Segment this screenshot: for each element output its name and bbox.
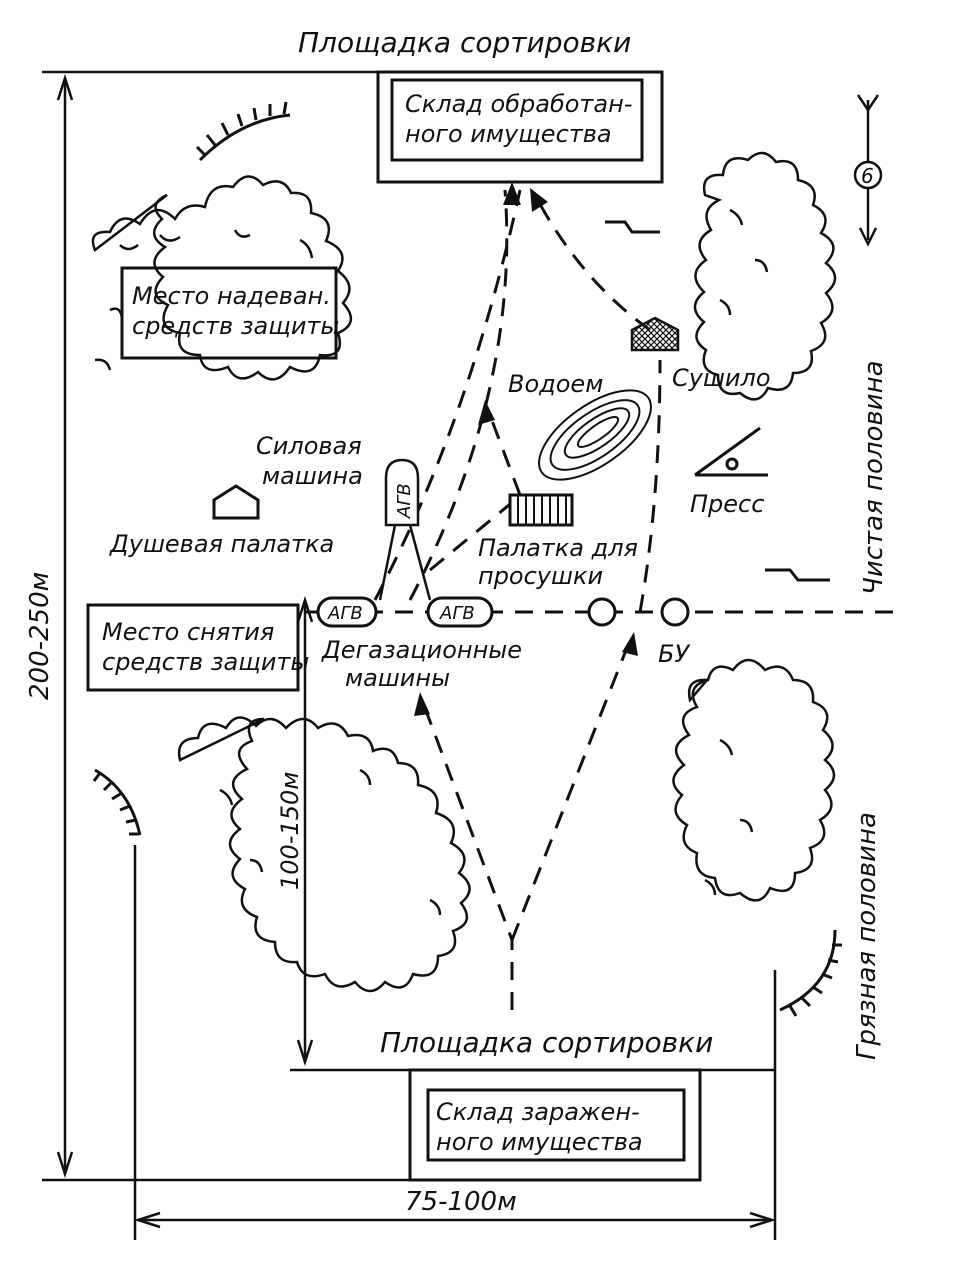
agv-vertical-hoses xyxy=(378,524,432,601)
dimension-width-line xyxy=(133,1211,777,1229)
top-sorting-label: Площадка сортировки xyxy=(298,26,631,59)
degas-machines-line1: Дегазационные xyxy=(321,636,522,664)
bu-label: БУ xyxy=(658,640,690,668)
contaminated-warehouse: Склад заражен- ного имущества xyxy=(408,1068,702,1182)
press-label: Пресс xyxy=(690,490,764,518)
dryer-label: Сушило xyxy=(672,364,771,392)
flow-routes xyxy=(305,189,900,1010)
undressing-place-line1: Место снятия xyxy=(102,618,274,646)
degas-machines-line2: машины xyxy=(345,664,450,692)
contaminated-warehouse-line2: ного имущества xyxy=(436,1128,643,1156)
dryer-icon xyxy=(630,316,680,352)
shower-tent-label: Душевая палатка xyxy=(109,530,334,558)
agv-vertical-machine: АГВ xyxy=(384,458,420,527)
dimension-inner-line xyxy=(296,595,314,1067)
power-machine-line1: Силовая xyxy=(256,432,362,460)
terrain-symbol-upper xyxy=(605,220,660,234)
trench-right xyxy=(779,929,842,1017)
agv-mid-machine: АГВ xyxy=(426,596,494,628)
bottom-sorting-label: Площадка сортировки xyxy=(380,1026,713,1059)
processed-warehouse-line2: ного имущества xyxy=(405,120,612,148)
site-boundary xyxy=(42,70,777,1240)
bu-points xyxy=(587,597,690,627)
dressing-place-line2: средств защиты xyxy=(132,312,339,340)
bush-bottom-center xyxy=(177,716,471,993)
bush-top-right xyxy=(693,151,837,401)
drying-tent-line1: Палатка для xyxy=(478,534,638,562)
pond-label: Водоем xyxy=(508,370,603,398)
terrain-symbol-lower xyxy=(765,568,830,582)
agv-left-machine: АГВ xyxy=(316,596,378,628)
drying-tent-line2: просушки xyxy=(478,562,603,590)
press-icon xyxy=(694,426,768,477)
agv-mid-label: АГВ xyxy=(439,603,475,624)
agv-left-label: АГВ xyxy=(327,603,363,624)
wind-number: 6 xyxy=(861,164,874,188)
bush-top-left xyxy=(91,175,352,381)
power-machine-line2: машина xyxy=(262,462,363,490)
flow-arrowheads xyxy=(414,182,638,716)
processed-warehouse: Склад обработан- ного имущества xyxy=(376,70,664,184)
drying-tent-icon xyxy=(508,493,574,527)
dimension-height-line xyxy=(56,73,74,1179)
trench-top-left xyxy=(195,101,291,162)
shower-tent-icon xyxy=(212,484,260,520)
trench-left xyxy=(92,768,142,836)
dimension-width-label: 75-100м xyxy=(405,1187,517,1217)
agv-vertical-label: АГВ xyxy=(394,483,415,519)
clean-half-label: Чистая половина xyxy=(859,360,889,595)
dirty-half-label: Грязная половина xyxy=(852,812,882,1060)
dressing-place-line1: Место надеван. xyxy=(132,282,331,310)
dressing-place: Место надеван. средств защиты xyxy=(120,266,339,360)
pond xyxy=(538,389,652,481)
undressing-place-line2: средств защиты xyxy=(102,648,309,676)
dimension-inner-label: 100-150м xyxy=(276,772,304,890)
processed-warehouse-line1: Склад обработан- xyxy=(405,90,632,118)
wind-direction-indicator xyxy=(853,94,883,247)
bush-bottom-right xyxy=(672,658,836,902)
undressing-place: Место снятия средств защиты xyxy=(86,603,309,692)
contaminated-warehouse-line1: Склад заражен- xyxy=(436,1098,640,1126)
dimension-height-label: 200-250м xyxy=(25,572,55,700)
